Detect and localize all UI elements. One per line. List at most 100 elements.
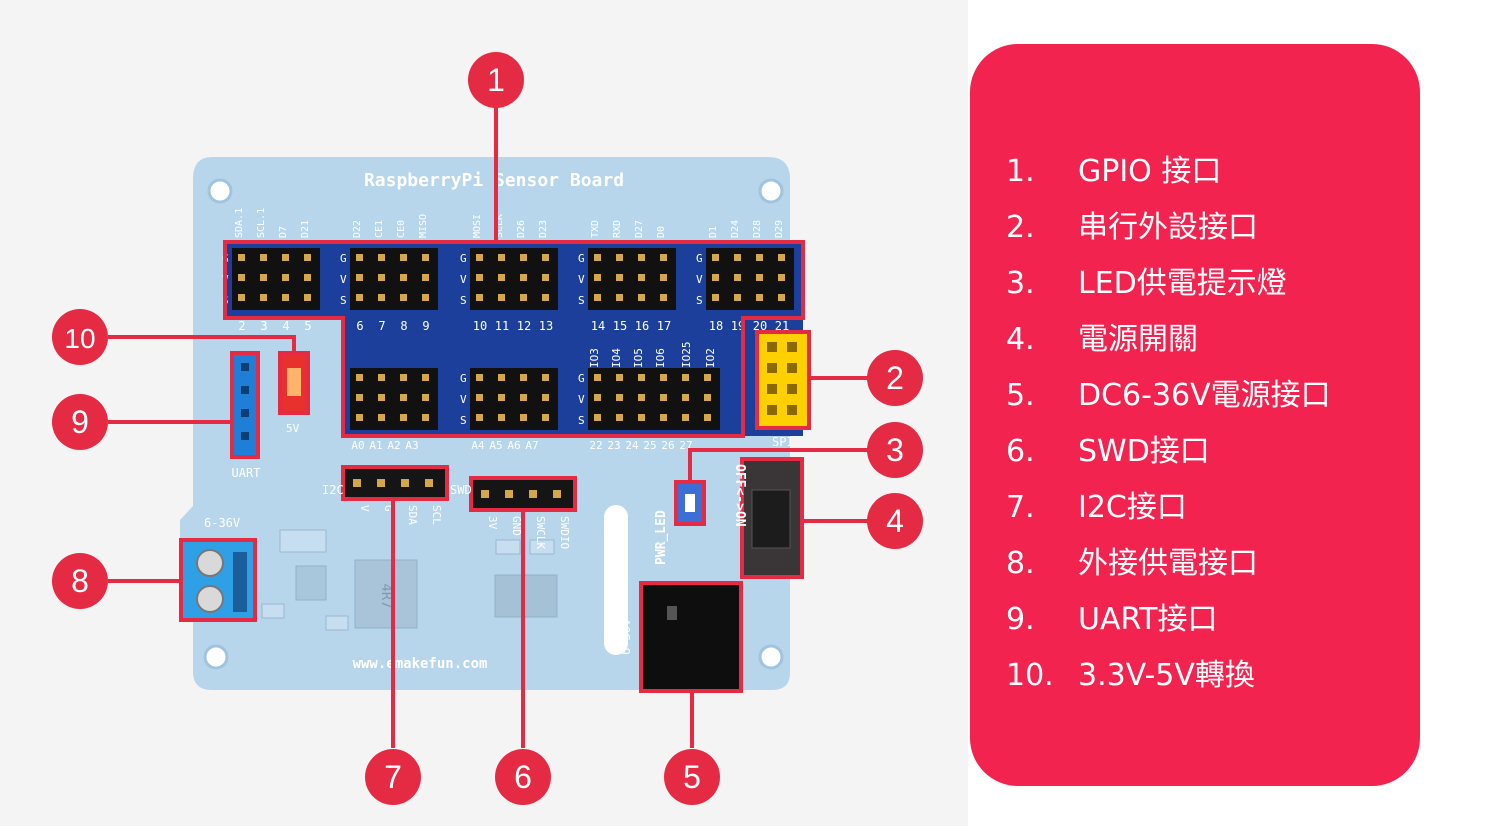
uart-label: UART [232, 466, 261, 480]
spi-pin [767, 342, 777, 352]
header-pin [616, 394, 623, 401]
legend-item: 1.GPIO 接口 [1006, 144, 1331, 200]
spi-pin [767, 384, 777, 394]
header-pin [638, 294, 645, 301]
header-pin [356, 414, 363, 421]
header-pin [422, 274, 429, 281]
header-pin [422, 394, 429, 401]
header-pin [400, 254, 407, 261]
header-pin [594, 394, 601, 401]
header-pin [498, 294, 505, 301]
header-top-label: CE0 [396, 220, 407, 238]
header-bottom-number: 23 [607, 439, 620, 452]
uart-pin [241, 386, 249, 394]
header-bottom-number: A0 [351, 439, 364, 452]
header-pin [400, 414, 407, 421]
callout-circle [867, 493, 923, 549]
header-mid-label: IO25 [680, 342, 693, 369]
swd-label: SWD [450, 483, 472, 497]
legend-item-number: 10. [1006, 658, 1054, 693]
header-top-label: SCLK [494, 214, 505, 238]
legend-item-number: 3. [1006, 266, 1035, 301]
smd-part [261, 603, 285, 619]
header-pin [682, 394, 689, 401]
swd-pin-label: 3V [486, 516, 499, 530]
callout-number: 7 [384, 759, 402, 795]
callout-number: 4 [886, 503, 904, 539]
header-pin [660, 254, 667, 261]
screw [196, 585, 224, 613]
header-pin [260, 274, 267, 281]
header-top-number: 4 [282, 319, 289, 333]
header-bottom-number: A7 [525, 439, 538, 452]
header-pin [422, 254, 429, 261]
header-top-number: 9 [422, 319, 429, 333]
board-photo-area: 4R7 RaspberryPi Sensor Board www.emakefu… [0, 0, 968, 826]
header-pin [400, 274, 407, 281]
legend-list: 1.GPIO 接口 2.串行外設接口 3.LED供電提示燈 4.電源開關 5.D… [1006, 144, 1331, 704]
header-pin [704, 414, 711, 421]
header-top-label: D28 [752, 220, 763, 238]
header-pin [712, 294, 719, 301]
header-top-label: D24 [730, 220, 741, 238]
header-pin [238, 254, 245, 261]
board-website: www.emakefun.com [353, 656, 488, 672]
spi-pin [767, 363, 777, 373]
gvs-label: V [340, 273, 347, 286]
spi-header [755, 330, 811, 430]
legend-item-number: 8. [1006, 546, 1035, 581]
header-mid-label: IO2 [704, 348, 717, 368]
callout-circle [468, 52, 524, 108]
smd-part [325, 615, 349, 631]
header-pin [682, 414, 689, 421]
header-pin [282, 294, 289, 301]
header-pin [400, 374, 407, 381]
gvs-label: S [578, 414, 585, 427]
header-pin [520, 374, 527, 381]
header-pin [282, 274, 289, 281]
header-pin [734, 294, 741, 301]
header-top-number: 2 [238, 319, 245, 333]
header-top-label: MISO [418, 214, 429, 238]
header-bottom-number: 25 [643, 439, 656, 452]
legend-item-text: DC6-36V電源接口 [1078, 378, 1331, 413]
header-top-number: 8 [400, 319, 407, 333]
header-pin [356, 254, 363, 261]
header-top-label: D22 [352, 220, 363, 238]
gvs-label: G [696, 252, 703, 265]
header-top-label: RXD [612, 220, 623, 238]
header-top-label: D29 [774, 220, 785, 238]
header-pin [520, 274, 527, 281]
header-pin [542, 274, 549, 281]
header-top-number: 5 [304, 319, 311, 333]
header-pin [616, 374, 623, 381]
legend-item: 5.DC6-36V電源接口 [1006, 368, 1331, 424]
header-top-number: 7 [378, 319, 385, 333]
header-top-number: 6 [356, 319, 363, 333]
header-pin [660, 394, 667, 401]
legend-item: 9.UART接口 [1006, 592, 1331, 648]
header-pin [520, 414, 527, 421]
header-pin [378, 254, 385, 261]
i2c-pin [353, 479, 361, 487]
legend-item-text: 電源開關 [1078, 322, 1198, 357]
gvs-label: V [578, 273, 585, 286]
header-pin [356, 374, 363, 381]
header-pin [594, 294, 601, 301]
callout-number: 3 [886, 432, 904, 468]
legend-item-number: 2. [1006, 210, 1035, 245]
gvs-label: S [460, 414, 467, 427]
gvs-label: S [696, 294, 703, 307]
i2c-label: I2C [322, 483, 344, 497]
mount-hole [758, 644, 784, 670]
header-pin [498, 394, 505, 401]
header-pin [616, 414, 623, 421]
legend-item: 4.電源開關 [1006, 312, 1331, 368]
uart-header [230, 351, 260, 459]
switch-label: OFF<->ON [732, 464, 747, 527]
